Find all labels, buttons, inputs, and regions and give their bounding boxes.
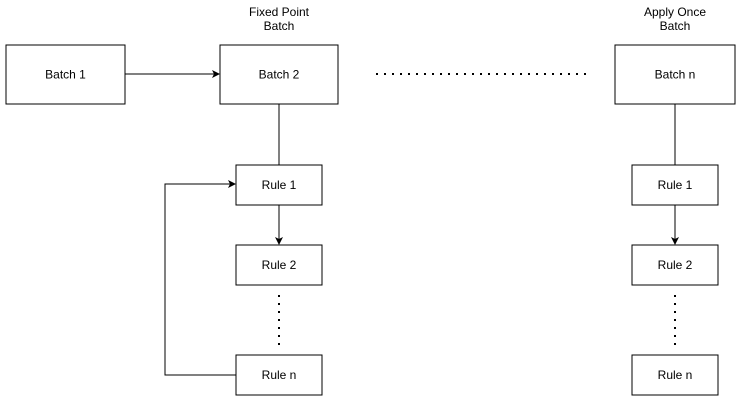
node-once-rule-n: Rule n <box>631 354 719 396</box>
apply-once-caption-line1: Apply Once <box>644 5 706 19</box>
node-once-rule-1-label: Rule 1 <box>658 178 693 192</box>
node-batch-n-label: Batch n <box>655 68 696 82</box>
node-once-rule-2: Rule 2 <box>631 244 719 286</box>
node-batch-1-label: Batch 1 <box>45 68 86 82</box>
node-batch-2: Batch 2 <box>219 44 339 105</box>
node-once-rule-1: Rule 1 <box>631 164 719 206</box>
node-fixed-rule-2-label: Rule 2 <box>262 258 297 272</box>
node-fixed-rule-2: Rule 2 <box>235 244 323 286</box>
edge-rulen-loop-to-rule1 <box>164 180 236 376</box>
node-fixed-rule-n-label: Rule n <box>262 368 297 382</box>
node-batch-n: Batch n <box>614 44 736 105</box>
fixed-point-caption-line1: Fixed Point <box>249 5 310 19</box>
node-once-rule-2-label: Rule 2 <box>658 258 693 272</box>
node-fixed-rule-1: Rule 1 <box>235 164 323 206</box>
node-fixed-rule-1-label: Rule 1 <box>262 178 297 192</box>
node-fixed-rule-n: Rule n <box>235 354 323 396</box>
fixed-point-caption-line2: Batch <box>264 19 295 33</box>
apply-once-caption-line2: Batch <box>660 19 691 33</box>
node-once-rule-n-label: Rule n <box>658 368 693 382</box>
node-batch-2-label: Batch 2 <box>259 68 300 82</box>
node-batch-1: Batch 1 <box>5 44 126 105</box>
